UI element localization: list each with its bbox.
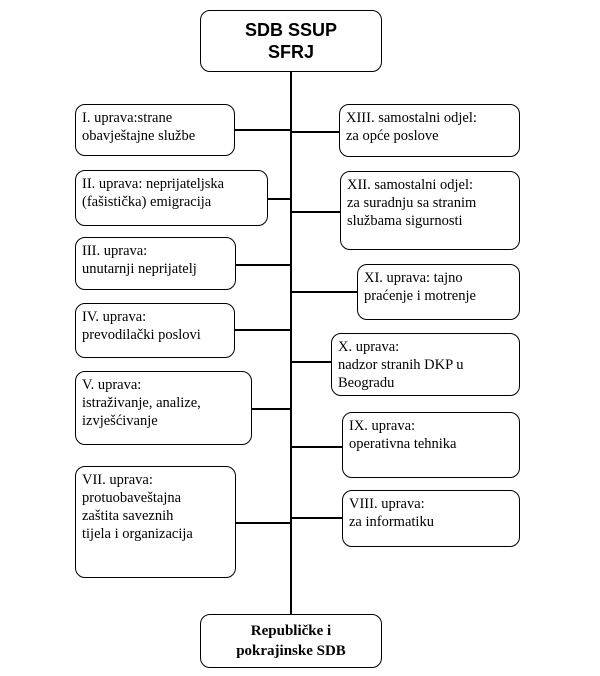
left-unit-6: VII. uprava: protuobaveštajna zaštita sa… — [75, 466, 236, 578]
connector-right-2 — [291, 211, 340, 213]
left-unit-5: V. uprava: istraživanje, analize, izvješ… — [75, 371, 252, 445]
top-node-sdb-ssup: SDB SSUP SFRJ — [200, 10, 382, 72]
left-unit-3: III. uprava: unutarnji neprijatelj — [75, 237, 236, 290]
connector-left-5 — [252, 408, 291, 410]
right-unit-2: XII. samostalni odjel: za suradnju sa st… — [340, 171, 520, 250]
connector-right-4 — [291, 361, 331, 363]
bottom-node-republic-sdb: Republičke i pokrajinske SDB — [200, 614, 382, 668]
connector-right-1 — [291, 131, 339, 133]
left-unit-2: II. uprava: neprijateljska (fašistička) … — [75, 170, 268, 226]
right-unit-5: IX. uprava: operativna tehnika — [342, 412, 520, 478]
connector-left-1 — [235, 129, 291, 131]
connector-right-5 — [291, 446, 342, 448]
connector-left-3 — [236, 264, 291, 266]
right-unit-4: X. uprava: nadzor stranih DKP u Beogradu — [331, 333, 520, 396]
connector-left-6 — [236, 522, 291, 524]
vertical-connector — [290, 72, 292, 614]
right-unit-6: VIII. uprava: za informatiku — [342, 490, 520, 547]
right-unit-3: XI. uprava: tajno praćenje i motrenje — [357, 264, 520, 320]
left-unit-4: IV. uprava: prevodilački poslovi — [75, 303, 235, 358]
connector-left-4 — [235, 329, 291, 331]
connector-left-2 — [268, 198, 291, 200]
right-unit-1: XIII. samostalni odjel: za opće poslove — [339, 104, 520, 157]
connector-right-3 — [291, 291, 357, 293]
connector-right-6 — [291, 517, 342, 519]
left-unit-1: I. uprava:strane obavještajne službe — [75, 104, 235, 156]
